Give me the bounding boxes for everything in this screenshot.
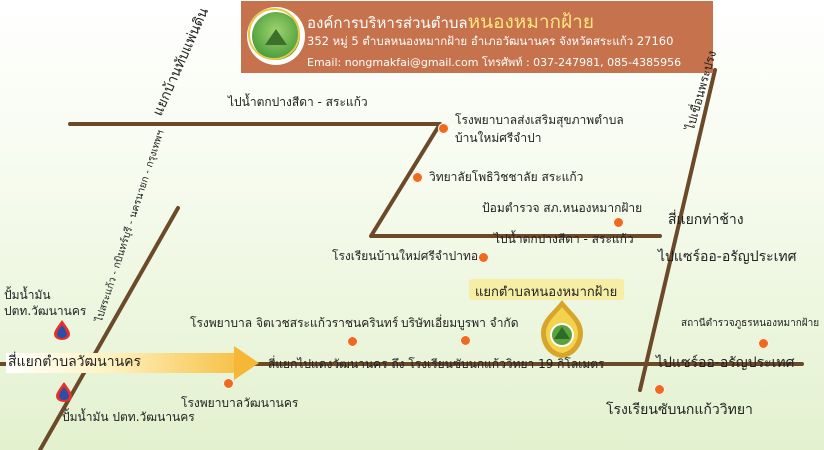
nong-mak-fai-junction-label: แยกตำบลหนองหมากฝ้าย xyxy=(475,285,618,300)
poi-police-station xyxy=(758,338,769,349)
poi-sab-nok-kaeo-school xyxy=(654,384,665,395)
nong-mak-fai-junction: แยกตำบลหนองหมากฝ้าย xyxy=(469,279,624,300)
road-label-nam-tok-top: ไปน้ำตกปางสีดา - สระแก้ว xyxy=(228,95,368,109)
poi-label-fuel-top: ปั้มน้ำมัน ปตท.วัฒนานคร xyxy=(4,287,94,319)
poi-label-hospital-ban-mai: โรงพยาบาลส่งเสริมสุขภาพตำบล บ้านใหม่ศรีจ… xyxy=(455,113,624,145)
road-upper-loop xyxy=(369,122,662,238)
poi-psych-hospital xyxy=(347,336,358,347)
road-label-aranya-top: ไปแซร์ออ-อรัญประเทศ xyxy=(658,249,797,265)
watthana-intersection-label: สี่แยกตำบลวัฒนานคร xyxy=(8,354,142,370)
poi-hospital-ban-mai xyxy=(438,123,449,134)
organization-title: องค์การบริหารส่วนตำบลหนองหมากฝ้าย xyxy=(307,7,594,37)
poi-company xyxy=(460,335,471,346)
fuel-top-text: ปั้มน้ำมัน ปตท.วัฒนานคร xyxy=(4,288,87,318)
organization-name: หนองหมากฝ้าย xyxy=(467,11,594,33)
organization-address: 352 หมู่ 5 ตำบลหนองหมากฝ้าย อำเภอวัฒนานค… xyxy=(307,34,674,48)
poi-label-watthana-hospital: โรงพยาบาลวัฒนานคร xyxy=(181,396,299,410)
poi-label-fuel-bottom: ปั้มน้ำมัน ปตท.วัฒนานคร xyxy=(62,410,195,424)
road-label-nam-tok-mid: ไปน้ำตกปางสีดา - สระแก้ว xyxy=(494,232,634,246)
main-road-arrow xyxy=(6,353,235,373)
poi-police-box xyxy=(613,217,624,228)
fuel-station-icon-bottom xyxy=(56,382,72,402)
poi-college xyxy=(412,172,423,183)
poi-label-school-ban-mai: โรงเรียนบ้านใหม่ศรีจำปาทอง xyxy=(332,249,484,263)
poi-watthana-hospital xyxy=(223,378,234,389)
road-label-aranya-main: ไปแซร์ออ-อรัญประเทศ xyxy=(656,355,795,371)
main-road-arrowhead xyxy=(234,346,259,380)
poi-label-police-box: ป้อมตำรวจ สภ.หนองหมากฝ้าย xyxy=(482,201,643,215)
main-road-description: สี่แยกไปแดงวัฒนานคร ถึง โรงเรียนซับนกแก้… xyxy=(268,357,605,371)
nong-mak-fai-emblem xyxy=(541,300,583,358)
poi-label-police-station: สถานีตำรวจภูธรหนองหมากฝ้าย xyxy=(681,318,820,329)
poi-label-psych-hospital: โรงพยาบาล จิตเวชสระแก้วราชนครินทร์ xyxy=(190,316,399,330)
fuel-station-icon-top xyxy=(54,320,70,340)
road-bangkok xyxy=(38,206,180,450)
poi-label-company: บริษัทเอี่ยมบูรพา จำกัด xyxy=(401,316,519,330)
intersection-tha-chang: สี่แยกท่าช้าง xyxy=(668,212,744,228)
poi-label-sab-nok-kaeo-school: โรงเรียนซับนกแก้ววิทยา xyxy=(606,402,753,418)
header-banner: องค์การบริหารส่วนตำบลหนองหมากฝ้าย 352 หม… xyxy=(241,1,713,73)
organization-contact: Email: nongmakfai@gmail.com โทรศัพท์ : 0… xyxy=(307,56,682,69)
poi-label-college: วิทยาลัยโพธิวิชชาลัย สระแก้ว xyxy=(429,170,584,184)
organization-logo xyxy=(247,7,305,65)
poi-school-ban-mai xyxy=(478,252,489,263)
organization-prefix: องค์การบริหารส่วนตำบล xyxy=(307,14,468,32)
road-dam xyxy=(638,68,717,392)
